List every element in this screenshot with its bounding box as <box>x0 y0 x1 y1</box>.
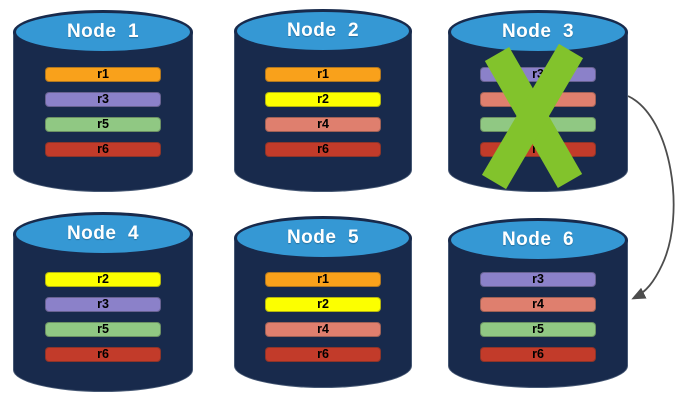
failover-arrow <box>627 95 675 300</box>
cylinder-top: Node 6 <box>448 218 628 262</box>
record-bar: r4 <box>265 117 381 132</box>
record-bar: r4 <box>480 92 596 107</box>
record-list: r3 r4 r5 r6 <box>448 67 628 157</box>
record-bar: r3 <box>45 92 161 107</box>
cylinder-top: Node 1 <box>13 10 193 54</box>
record-label: r4 <box>317 117 329 131</box>
cylinder-body <box>13 32 193 192</box>
node-5: Node 5 r1 r2 r4 r6 <box>234 216 412 388</box>
node-2: Node 2 r1 r2 r4 r6 <box>234 9 412 192</box>
record-bar: r4 <box>265 322 381 337</box>
record-bar: r5 <box>480 322 596 337</box>
record-bar: r2 <box>265 92 381 107</box>
record-label: r1 <box>317 67 329 81</box>
record-bar: r6 <box>480 347 596 362</box>
record-label: r5 <box>532 322 544 336</box>
cylinder-body <box>448 240 628 388</box>
record-label: r6 <box>532 347 544 361</box>
node-title: Node 4 <box>66 223 140 244</box>
record-bar: r3 <box>45 297 161 312</box>
node-6: Node 6 r3 r4 r5 r6 <box>448 218 628 388</box>
record-bar: r6 <box>45 347 161 362</box>
record-label: r4 <box>317 322 329 336</box>
record-list: r3 r4 r5 r6 <box>448 272 628 362</box>
record-label: r1 <box>317 272 329 286</box>
record-label: r5 <box>97 322 109 336</box>
cylinder-body <box>234 31 412 192</box>
node-3: Node 3 r3 r4 r5 r6 <box>448 10 628 192</box>
node-title: Node 1 <box>66 21 140 42</box>
node-title: Node 3 <box>501 21 575 42</box>
cylinder-body <box>13 234 193 392</box>
node-title: Node 2 <box>286 20 360 41</box>
record-label: r3 <box>97 92 109 106</box>
record-label: r5 <box>97 117 109 131</box>
cylinder-body <box>234 238 412 388</box>
cylinder-top: Node 2 <box>234 9 412 53</box>
record-bar: r2 <box>265 297 381 312</box>
record-list: r1 r2 r4 r6 <box>234 67 412 157</box>
record-bar: r1 <box>265 67 381 82</box>
record-bar: r5 <box>45 117 161 132</box>
record-bar: r2 <box>45 272 161 287</box>
record-bar: r1 <box>45 67 161 82</box>
cylinder-top: Node 3 <box>448 10 628 54</box>
record-bar: r1 <box>265 272 381 287</box>
record-bar: r4 <box>480 297 596 312</box>
record-bar: r3 <box>480 67 596 82</box>
record-label: r3 <box>532 272 544 286</box>
record-list: r2 r3 r5 r6 <box>13 272 193 362</box>
record-bar: r6 <box>480 142 596 157</box>
record-bar: r5 <box>45 322 161 337</box>
record-bar: r3 <box>480 272 596 287</box>
record-label: r4 <box>532 92 544 106</box>
node-title: Node 6 <box>501 229 575 250</box>
record-label: r4 <box>532 297 544 311</box>
record-list: r1 r3 r5 r6 <box>13 67 193 157</box>
record-label: r6 <box>97 142 109 156</box>
node-4: Node 4 r2 r3 r5 r6 <box>13 212 193 392</box>
record-label: r2 <box>317 297 329 311</box>
record-label: r2 <box>97 272 109 286</box>
record-label: r6 <box>97 347 109 361</box>
record-bar: r6 <box>265 347 381 362</box>
record-label: r3 <box>97 297 109 311</box>
record-label: r3 <box>532 67 544 81</box>
node-title: Node 5 <box>286 227 360 248</box>
record-bar: r6 <box>45 142 161 157</box>
record-label: r6 <box>317 142 329 156</box>
record-label: r5 <box>532 117 544 131</box>
record-label: r1 <box>97 67 109 81</box>
record-label: r6 <box>532 142 544 156</box>
cylinder-top: Node 4 <box>13 212 193 256</box>
record-list: r1 r2 r4 r6 <box>234 272 412 362</box>
record-label: r2 <box>317 92 329 106</box>
cylinder-top: Node 5 <box>234 216 412 260</box>
record-bar: r5 <box>480 117 596 132</box>
record-label: r6 <box>317 347 329 361</box>
record-bar: r6 <box>265 142 381 157</box>
node-1: Node 1 r1 r3 r5 r6 <box>13 10 193 192</box>
